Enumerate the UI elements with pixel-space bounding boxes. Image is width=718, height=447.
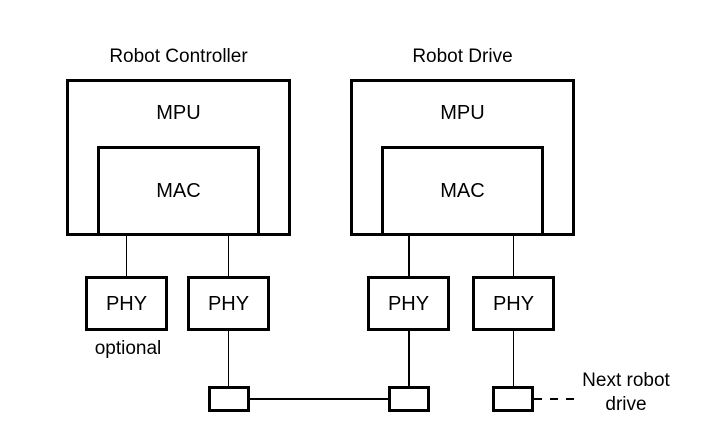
connector-line-mac1-phy1 bbox=[125, 236, 128, 276]
connector-line-mac1-phy2 bbox=[227, 236, 230, 276]
robot-controller-mac-box bbox=[97, 146, 260, 236]
next-robot-drive-label-line2: drive bbox=[605, 394, 647, 415]
phy-box-3: PHY bbox=[367, 276, 450, 331]
robot-drive-mac-box bbox=[381, 146, 544, 236]
optional-label: optional bbox=[94, 338, 162, 359]
connector-line-mac2-phy4 bbox=[512, 236, 515, 276]
connector-line-mac2-phy3 bbox=[408, 236, 410, 276]
robot-drive-title: Robot Drive bbox=[412, 46, 513, 67]
dashed-line-next-drive bbox=[534, 398, 582, 400]
phy-box-4: PHY bbox=[472, 276, 555, 331]
robot-drive-mpu-label: MPU bbox=[440, 102, 485, 124]
bus-node-2 bbox=[388, 386, 430, 412]
bus-node-3 bbox=[492, 386, 534, 412]
bus-node-1 bbox=[208, 386, 250, 412]
next-robot-drive-label: Next robot drive bbox=[570, 369, 682, 417]
next-robot-drive-label-line1: Next robot bbox=[582, 370, 670, 391]
robot-controller-title: Robot Controller bbox=[109, 46, 248, 67]
connector-line-phy3-node2 bbox=[408, 331, 410, 386]
connector-line-phy4-node3 bbox=[512, 331, 515, 386]
phy-box-1: PHY bbox=[85, 276, 168, 331]
bus-line-node1-node2 bbox=[250, 398, 388, 400]
robot-controller-mac-label: MAC bbox=[156, 180, 201, 202]
phy-box-2: PHY bbox=[187, 276, 270, 331]
robot-drive-mac-label: MAC bbox=[440, 180, 485, 202]
connector-line-phy2-node1 bbox=[227, 331, 230, 386]
robot-controller-mpu-label: MPU bbox=[156, 102, 201, 124]
